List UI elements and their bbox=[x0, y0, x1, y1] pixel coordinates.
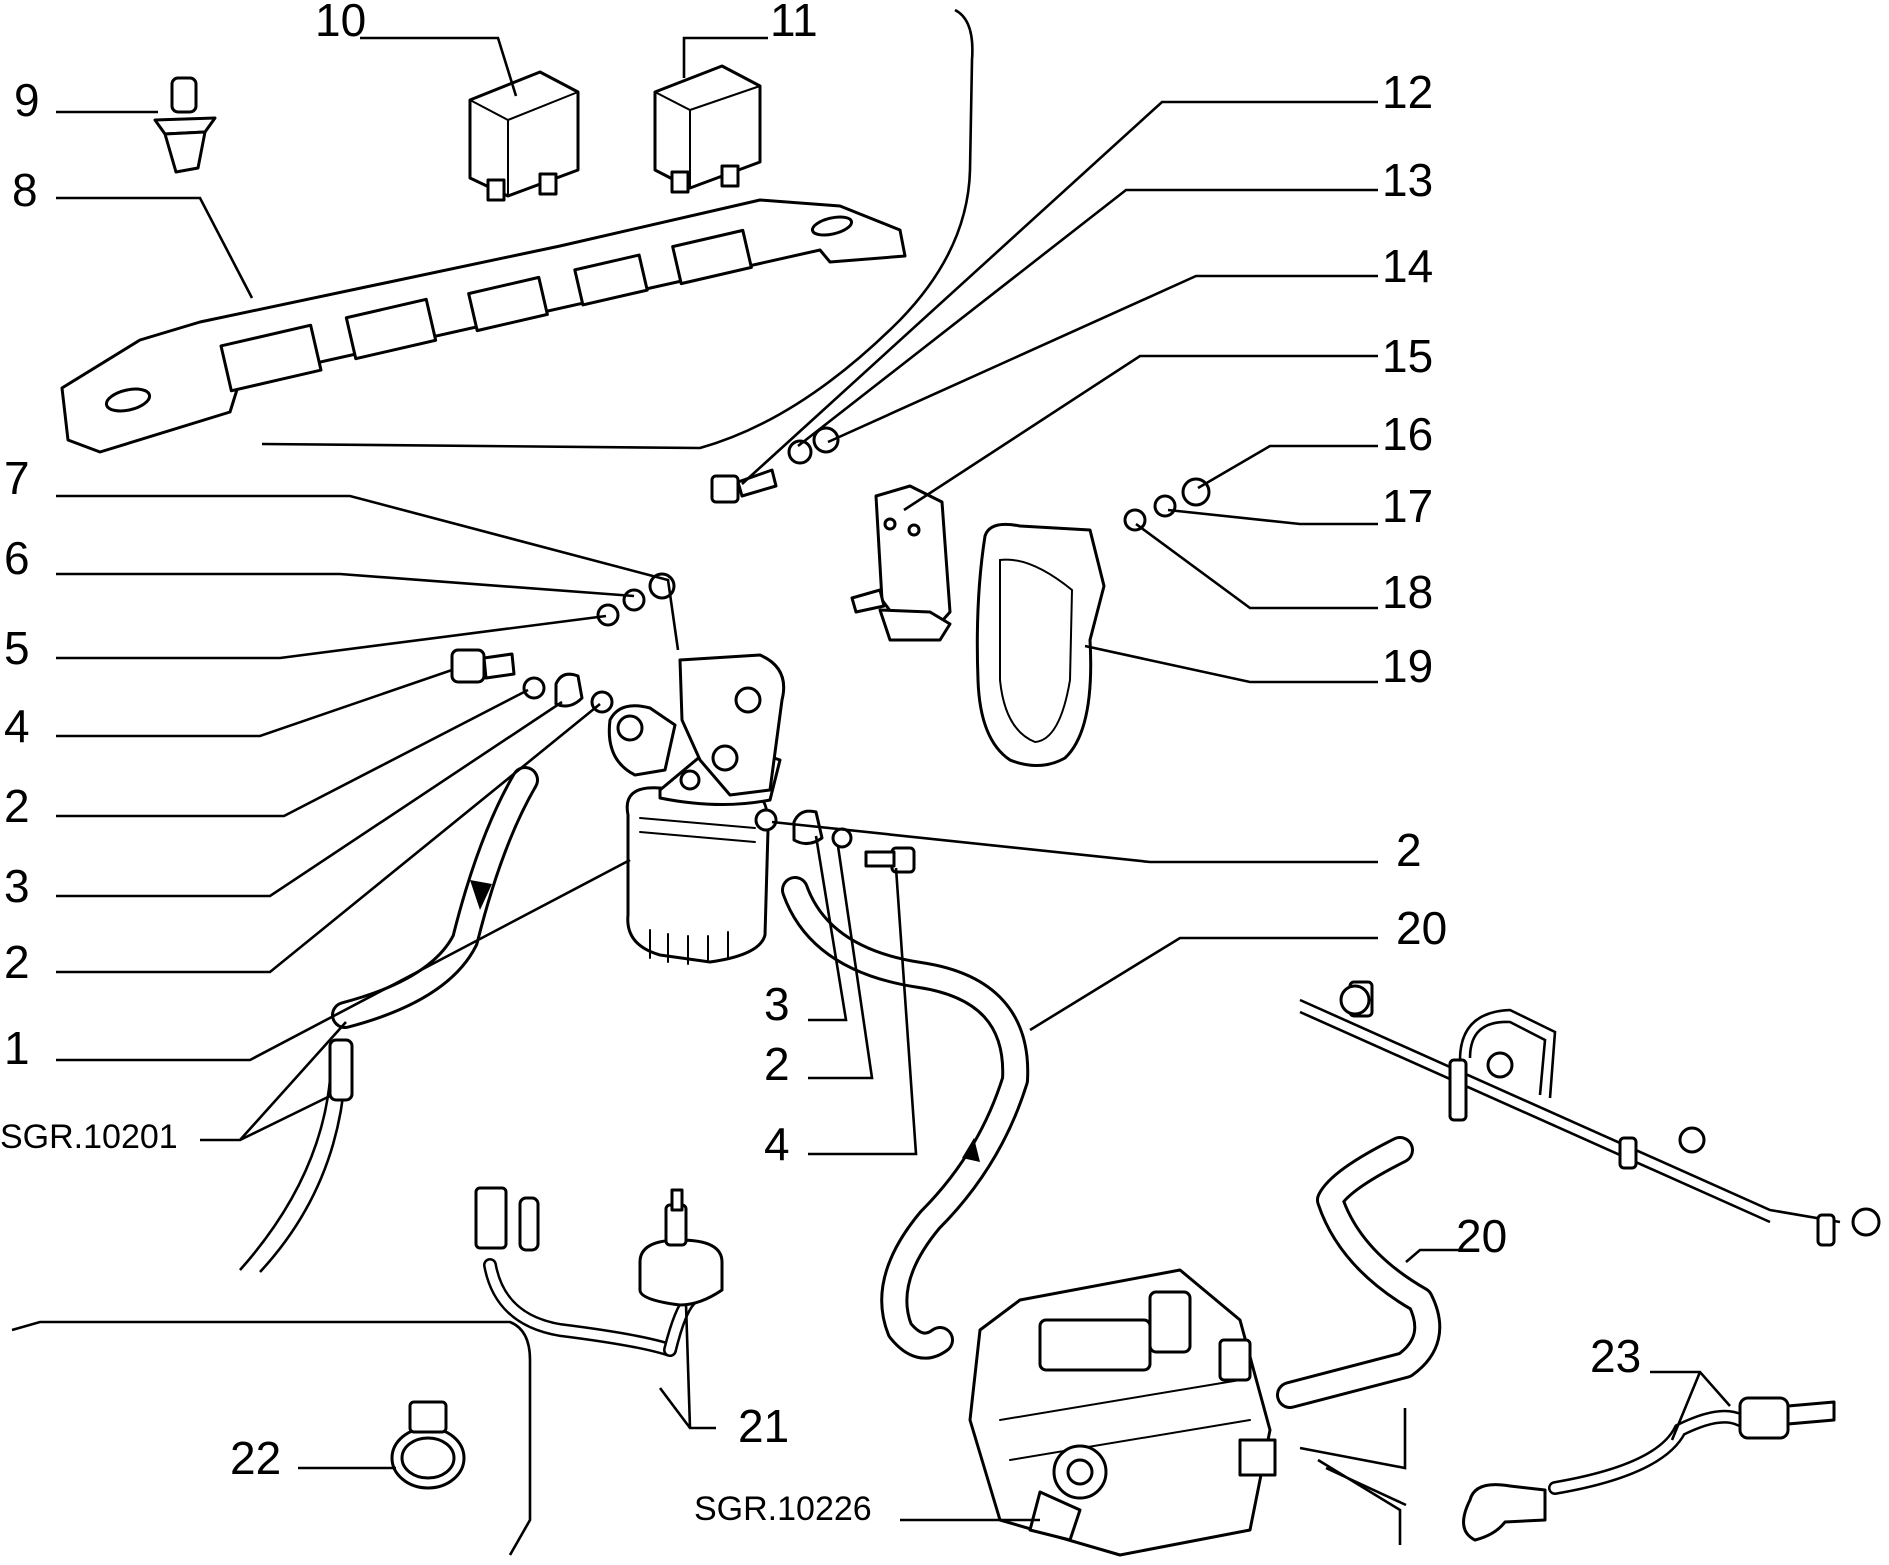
filter-hardware bbox=[450, 572, 916, 874]
callout-20-lower: 20 bbox=[1456, 1210, 1507, 1262]
group-bracket-line-lower bbox=[11, 1320, 532, 1556]
reference-sgr-10201: SGR.10201 bbox=[0, 1118, 178, 1156]
callout-3-right: 3 bbox=[764, 978, 790, 1030]
callout-10: 10 bbox=[315, 0, 366, 46]
callout-13: 13 bbox=[1382, 154, 1433, 206]
injection-pump bbox=[968, 1268, 1277, 1557]
flow-direction-arrow-icon bbox=[470, 880, 980, 1162]
callout-2-right: 2 bbox=[764, 1038, 790, 1090]
callout-2-left-a: 2 bbox=[4, 780, 30, 832]
relay-10 bbox=[468, 70, 580, 202]
callout-5: 5 bbox=[4, 622, 30, 674]
callout-14: 14 bbox=[1382, 240, 1433, 292]
callout-11: 11 bbox=[770, 0, 818, 46]
callout-3-left: 3 bbox=[4, 860, 30, 912]
callout-12: 12 bbox=[1382, 66, 1433, 118]
callout-7: 7 bbox=[4, 452, 30, 504]
hose-clip-22 bbox=[390, 1400, 466, 1490]
callout-labels: 10 11 9 8 12 13 14 15 16 17 18 19 7 6 5 … bbox=[0, 0, 1641, 1528]
fuel-filter-assembly bbox=[607, 653, 786, 965]
callout-2-right-top: 2 bbox=[1396, 824, 1422, 876]
fuel-hose-left bbox=[239, 766, 539, 1273]
callout-8: 8 bbox=[12, 164, 38, 216]
callout-2-left-b: 2 bbox=[4, 936, 30, 988]
callout-6: 6 bbox=[4, 532, 30, 584]
callout-16: 16 bbox=[1382, 408, 1433, 460]
callout-9: 9 bbox=[14, 74, 40, 126]
relay-11 bbox=[653, 64, 762, 194]
nut-and-washers-16-18 bbox=[1123, 477, 1211, 532]
mounting-bracket bbox=[850, 484, 952, 642]
bolt-and-washers-12-14 bbox=[710, 426, 840, 504]
callout-4-left: 4 bbox=[4, 700, 30, 752]
cut-marker bbox=[1299, 1408, 1407, 1545]
injector-fuel-rail bbox=[1299, 980, 1881, 1247]
callout-1: 1 bbox=[4, 1022, 30, 1074]
callout-23: 23 bbox=[1590, 1330, 1641, 1382]
return-pipe bbox=[1462, 1396, 1836, 1542]
callout-15: 15 bbox=[1382, 330, 1433, 382]
sensor-wire-harness bbox=[474, 1186, 724, 1357]
hose-clamp-strap bbox=[975, 522, 1106, 767]
callout-18: 18 bbox=[1382, 566, 1433, 618]
reference-sgr-10226: SGR.10226 bbox=[694, 1490, 872, 1528]
mounting-clip bbox=[153, 76, 217, 174]
callout-17: 17 bbox=[1382, 480, 1433, 532]
callout-21: 21 bbox=[738, 1400, 789, 1452]
callout-4-right: 4 bbox=[764, 1118, 790, 1170]
group-bracket-line bbox=[261, 8, 974, 450]
callout-22: 22 bbox=[230, 1432, 281, 1484]
leader-lines bbox=[56, 36, 1731, 1522]
relay-bracket-plate bbox=[60, 198, 907, 454]
callout-20-top: 20 bbox=[1396, 902, 1447, 954]
fuel-hose-right bbox=[1276, 1136, 1442, 1409]
callout-19: 19 bbox=[1382, 640, 1433, 692]
fuel-hose-center bbox=[781, 876, 1030, 1360]
